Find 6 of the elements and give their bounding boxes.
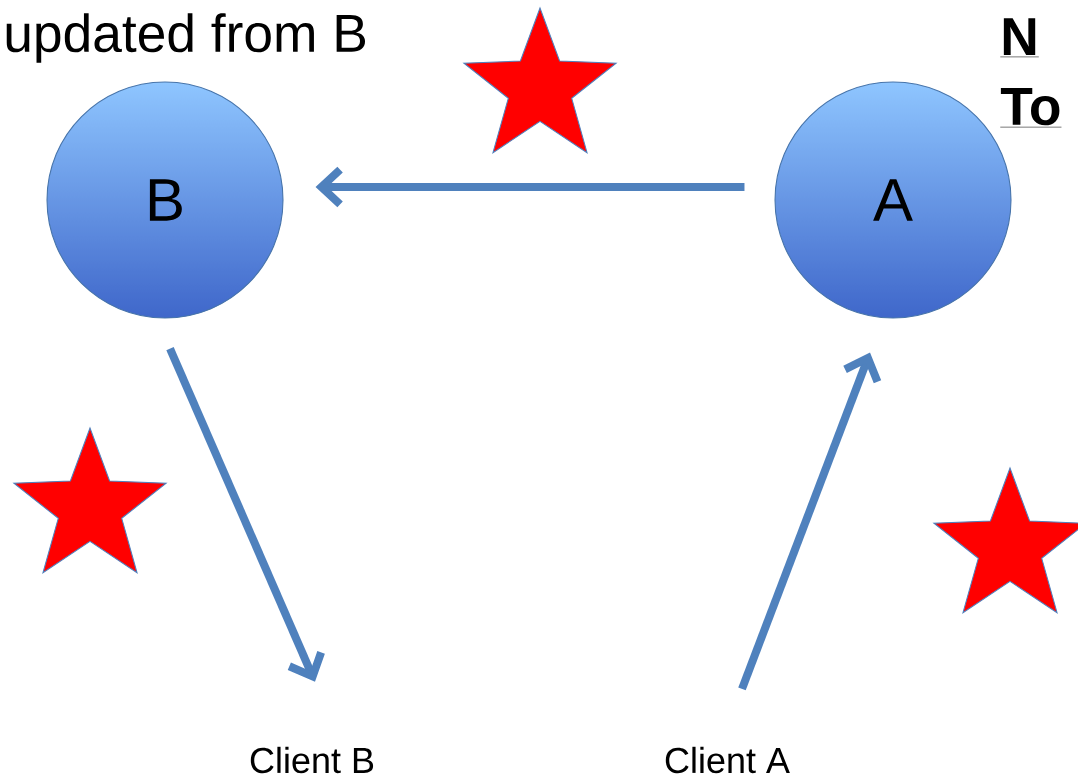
client-label: Client B xyxy=(250,746,374,774)
note-text: N xyxy=(1000,18,1040,58)
arrow xyxy=(738,352,882,691)
circle-node: B xyxy=(46,81,284,319)
arrow xyxy=(166,346,325,682)
client-label: Client A xyxy=(665,746,790,774)
